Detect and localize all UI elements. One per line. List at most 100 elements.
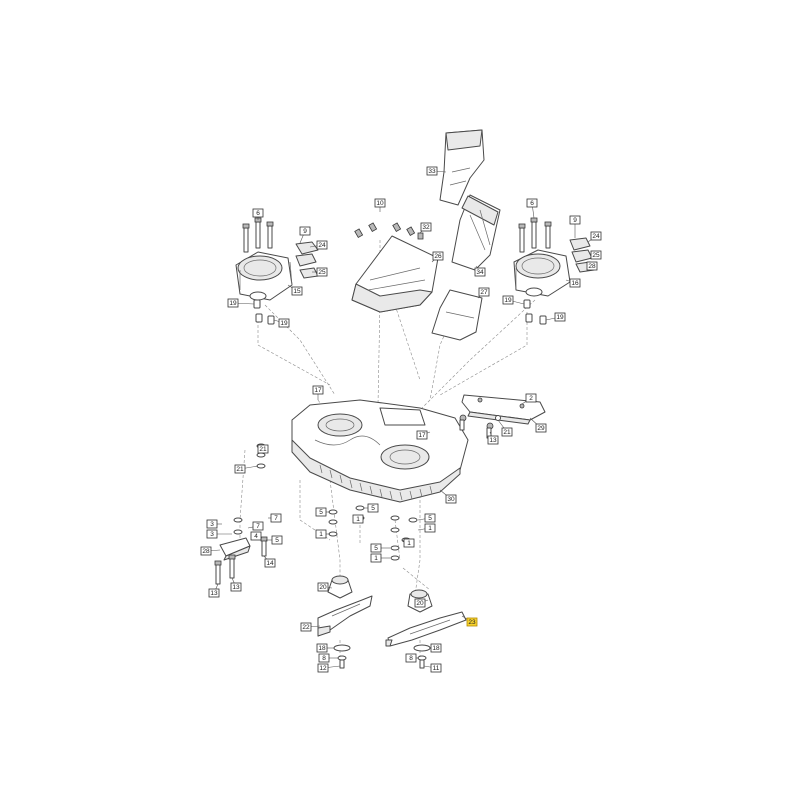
callout-12[interactable]: 12 <box>317 663 341 673</box>
callout-1[interactable]: 1 <box>352 514 364 524</box>
callout-number: 27 <box>480 289 488 296</box>
callout-25[interactable]: 25 <box>589 250 602 260</box>
screw-set-center[interactable] <box>354 222 424 240</box>
callout-box <box>445 494 457 504</box>
callout-number: 19 <box>229 300 237 307</box>
callout-number: 9 <box>303 228 307 235</box>
callout-1[interactable]: 1 <box>370 553 390 563</box>
chute-upper-part[interactable] <box>439 129 485 206</box>
callout-33[interactable]: 33 <box>426 166 447 176</box>
chute-plate-part[interactable] <box>431 289 483 341</box>
callout-box <box>554 312 566 322</box>
callout-19[interactable]: 19 <box>227 298 255 308</box>
callout-9[interactable]: 9 <box>569 215 581 238</box>
motor-left-part[interactable] <box>235 251 293 301</box>
bracket-bolts[interactable] <box>459 414 501 439</box>
bolt-set-left[interactable] <box>242 217 274 253</box>
callout-21[interactable]: 21 <box>257 444 269 454</box>
callout-28[interactable]: 28 <box>200 546 221 556</box>
callout-number: 18 <box>318 645 326 652</box>
callout-24[interactable]: 24 <box>309 240 328 250</box>
callout-22[interactable]: 22 <box>300 622 321 632</box>
callout-29[interactable]: 29 <box>529 417 547 433</box>
callout-9[interactable]: 9 <box>299 226 311 244</box>
callout-16[interactable]: 16 <box>565 278 581 288</box>
callout-19[interactable]: 19 <box>502 295 525 305</box>
callout-34[interactable]: 34 <box>474 265 486 277</box>
callout-box <box>270 513 282 523</box>
callout-3[interactable]: 3 <box>206 519 222 529</box>
callout-box <box>352 514 364 524</box>
callout-20[interactable]: 20 <box>414 598 429 608</box>
chute-channel-part[interactable] <box>451 194 501 271</box>
callout-13[interactable]: 13 <box>487 431 499 445</box>
callout-28[interactable]: 28 <box>586 261 598 271</box>
callout-5[interactable]: 5 <box>417 513 436 523</box>
callout-7[interactable]: 7 <box>247 521 264 531</box>
callout-24[interactable]: 24 <box>587 231 602 243</box>
blade-right-part[interactable] <box>385 611 467 647</box>
left-bolts[interactable] <box>214 536 268 585</box>
callout-number: 25 <box>318 269 326 276</box>
callout-13[interactable]: 13 <box>230 577 242 592</box>
callout-box <box>370 553 382 563</box>
callout-19[interactable]: 19 <box>273 318 290 328</box>
callout-26[interactable]: 26 <box>431 251 444 263</box>
callout-5[interactable]: 5 <box>266 535 283 545</box>
callout-18[interactable]: 18 <box>430 643 442 653</box>
deflector-cover-part[interactable] <box>351 235 439 313</box>
callout-17[interactable]: 17 <box>312 385 324 400</box>
callout-5[interactable]: 5 <box>370 543 390 553</box>
callout-3[interactable]: 3 <box>206 529 232 539</box>
callout-number: 12 <box>319 665 327 672</box>
callout-number: 19 <box>280 320 288 327</box>
callout-2[interactable]: 2 <box>521 393 537 405</box>
callout-4[interactable]: 4 <box>250 531 263 541</box>
callout-box <box>315 507 327 517</box>
callout-6[interactable]: 6 <box>252 208 264 220</box>
bolt-set-right[interactable] <box>518 217 552 253</box>
blade-left-part[interactable] <box>317 595 373 637</box>
callout-box <box>278 318 290 328</box>
blade-fasteners-left[interactable] <box>333 644 351 669</box>
washer-stack-left[interactable] <box>233 443 266 535</box>
callout-number: 24 <box>318 242 326 249</box>
callout-11[interactable]: 11 <box>423 663 442 673</box>
callout-1[interactable]: 1 <box>401 538 415 548</box>
callout-box <box>501 427 513 437</box>
callout-21[interactable]: 21 <box>234 464 259 474</box>
bushings-left[interactable] <box>253 299 275 325</box>
callout-5[interactable]: 5 <box>364 503 379 513</box>
callout-5[interactable]: 5 <box>315 507 330 517</box>
callout-20[interactable]: 20 <box>317 582 333 592</box>
callout-30[interactable]: 30 <box>439 489 457 504</box>
blade-hub-left[interactable] <box>327 575 353 599</box>
callout-23[interactable]: 23 <box>461 615 478 627</box>
bushings-right[interactable] <box>523 299 547 325</box>
callout-7[interactable]: 7 <box>268 513 282 523</box>
callout-13[interactable]: 13 <box>208 583 220 598</box>
callout-10[interactable]: 10 <box>374 198 386 212</box>
callout-number: 2 <box>529 395 533 402</box>
callout-8[interactable]: 8 <box>405 653 418 663</box>
callout-box <box>252 208 264 218</box>
callout-27[interactable]: 27 <box>477 287 490 299</box>
callout-18[interactable]: 18 <box>316 643 334 653</box>
callout-number: 19 <box>504 297 512 304</box>
callout-17[interactable]: 17 <box>416 430 431 440</box>
cover-pieces-left[interactable] <box>295 241 319 279</box>
callout-8[interactable]: 8 <box>318 653 338 663</box>
callout-19[interactable]: 19 <box>545 312 566 322</box>
callout-6[interactable]: 6 <box>526 198 538 219</box>
callout-1[interactable]: 1 <box>315 529 330 539</box>
callout-box <box>430 663 442 673</box>
callout-15[interactable]: 15 <box>287 284 303 296</box>
mower-deck-part[interactable] <box>291 399 469 503</box>
callout-25[interactable]: 25 <box>312 267 328 277</box>
callout-1[interactable]: 1 <box>417 523 436 533</box>
callout-14[interactable]: 14 <box>263 555 276 568</box>
motor-right-part[interactable] <box>513 249 571 297</box>
callout-32[interactable]: 32 <box>419 222 432 234</box>
callout-21[interactable]: 21 <box>497 419 513 437</box>
callout-number: 17 <box>418 432 426 439</box>
